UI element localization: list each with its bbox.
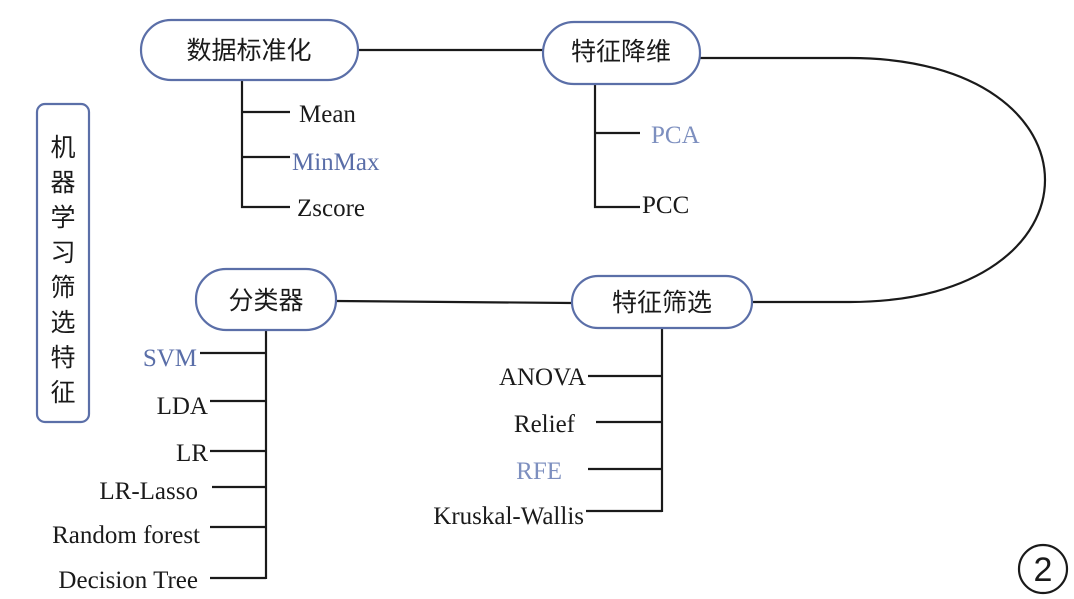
method-lda: LDA (157, 393, 208, 420)
standardization-trunk (240, 80, 290, 209)
node-classifier-box (194, 267, 338, 332)
standardization-branch: Mean MinMax Zscore (240, 80, 380, 222)
method-anova: ANOVA (499, 364, 586, 391)
method-zscore: Zscore (297, 195, 365, 222)
figure-number-badge: 2 (1017, 543, 1069, 595)
node-dimension-reduction: 特征降维 (541, 20, 702, 86)
method-random-forest: Random forest (52, 522, 200, 549)
side-title-char: 特 (50, 343, 75, 372)
method-minmax: MinMax (292, 149, 380, 176)
node-standardization-label: 数据标准化 (186, 36, 311, 65)
side-title-char: 习 (50, 238, 75, 267)
node-feature-selection-label: 特征筛选 (612, 288, 712, 317)
method-lr-lasso: LR-Lasso (99, 478, 198, 505)
node-feature-selection-box (570, 274, 754, 330)
side-title-box (35, 102, 91, 424)
feature-selection-branch: ANOVA Relief RFE Kruskal-Wallis (433, 328, 664, 530)
method-relief: Relief (514, 411, 576, 438)
node-classifier: 分类器 (194, 267, 338, 332)
node-standardization: 数据标准化 (139, 18, 360, 82)
side-title-char: 选 (50, 308, 75, 337)
side-title-char: 器 (50, 168, 75, 197)
method-lr: LR (176, 440, 208, 467)
side-title: 机 器 学 习 筛 选 特 征 (50, 133, 75, 407)
connector-selection-to-classifier (335, 299, 573, 305)
side-title-char: 学 (50, 203, 75, 232)
node-classifier-label: 分类器 (228, 286, 303, 315)
side-title-char: 机 (50, 133, 75, 162)
node-dimension-reduction-label: 特征降维 (571, 37, 671, 66)
method-svm: SVM (143, 345, 197, 372)
reduction-trunk (593, 84, 640, 209)
badge-number: 2 (1034, 551, 1053, 589)
dimension-reduction-branch: PCA PCC (593, 84, 700, 219)
side-title-char: 征 (50, 378, 75, 407)
method-pca: PCA (651, 122, 700, 149)
badge-circle (1017, 543, 1069, 595)
method-rfe: RFE (516, 458, 562, 485)
method-pcc: PCC (642, 192, 689, 219)
method-decision-tree: Decision Tree (58, 567, 198, 594)
node-feature-selection: 特征筛选 (570, 274, 754, 330)
classifier-branch: SVM LDA LR LR-Lasso Random forest Decisi… (52, 328, 268, 594)
side-title-char: 筛 (50, 273, 75, 302)
node-dimension-reduction-box (541, 20, 702, 86)
connector-reduction-to-selection (700, 56, 1047, 304)
method-kruskal-wallis: Kruskal-Wallis (433, 503, 584, 530)
method-mean: Mean (299, 101, 356, 128)
node-standardization-box (139, 18, 360, 82)
